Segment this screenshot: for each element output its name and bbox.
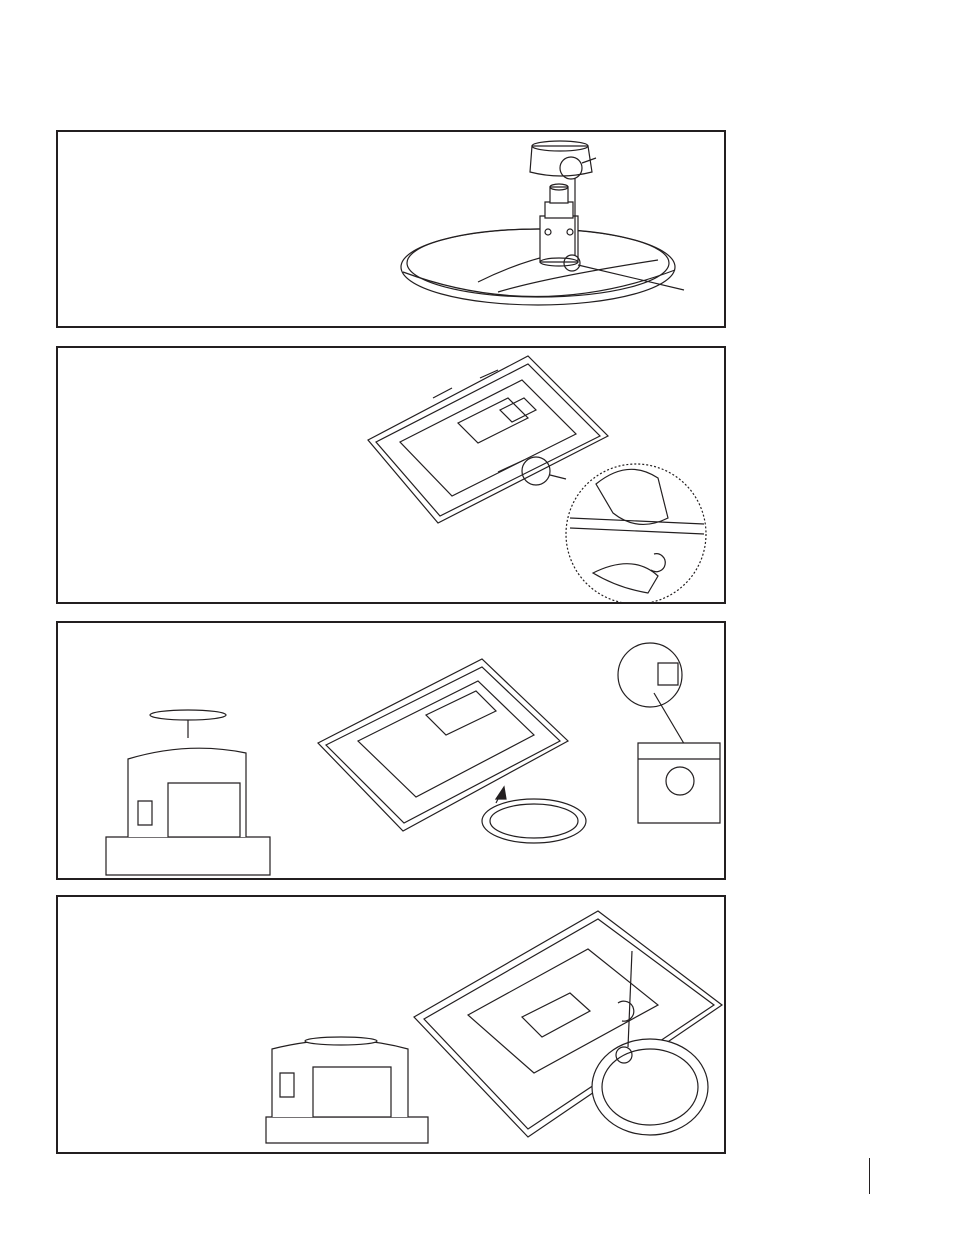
step-2-panel bbox=[56, 346, 726, 604]
step-4-panel bbox=[56, 895, 726, 1154]
tv-back-with-stand bbox=[414, 911, 722, 1137]
page-margin-rule bbox=[869, 1158, 870, 1194]
tv-face-down-illustration bbox=[58, 348, 724, 602]
stand-base bbox=[401, 229, 675, 305]
stand-assembly-illustration bbox=[58, 132, 724, 326]
attach-stand-illustration bbox=[58, 623, 724, 878]
tv-in-box-side-view bbox=[106, 710, 270, 875]
tv-back-with-stand bbox=[318, 659, 586, 843]
secure-stand-illustration bbox=[58, 897, 724, 1152]
stand-neck bbox=[540, 184, 578, 266]
detail-callout bbox=[522, 457, 706, 602]
tv-back-panel bbox=[368, 356, 608, 523]
detail-insets bbox=[618, 643, 720, 823]
step-3-panel bbox=[56, 621, 726, 880]
tv-in-box-side-view bbox=[266, 1037, 428, 1143]
stand-cap bbox=[530, 141, 592, 176]
step-1-panel bbox=[56, 130, 726, 328]
